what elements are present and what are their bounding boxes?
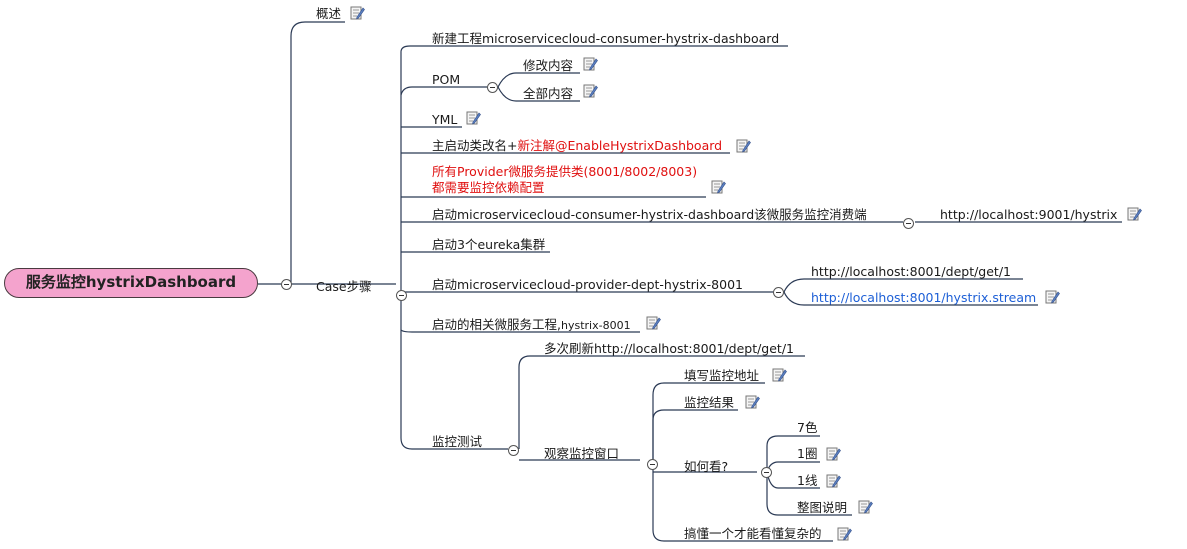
note-icon[interactable] — [1127, 206, 1142, 222]
topic-yml[interactable]: YML — [432, 112, 458, 127]
note-icon[interactable] — [772, 367, 787, 383]
collapse-toggle-icon[interactable] — [773, 287, 784, 298]
note-icon[interactable] — [583, 56, 598, 72]
topic-new-project[interactable]: 新建工程microservicecloud-consumer-hystrix-d… — [432, 31, 780, 46]
note-icon[interactable] — [711, 179, 726, 195]
topic-start-dashboard[interactable]: 启动microservicecloud-consumer-hystrix-das… — [432, 207, 867, 222]
topic-pom-modify[interactable]: 修改内容 — [523, 58, 574, 73]
note-icon[interactable] — [837, 526, 852, 542]
topic-pom-all[interactable]: 全部内容 — [523, 86, 574, 101]
topic-seven-colors[interactable]: 7色 — [797, 420, 818, 435]
note-icon[interactable] — [350, 5, 365, 21]
topic-pom[interactable]: POM — [432, 72, 461, 87]
collapse-toggle-icon[interactable] — [487, 82, 498, 93]
topic-monitor-result[interactable]: 监控结果 — [684, 395, 735, 410]
collapse-toggle-icon[interactable] — [281, 279, 292, 290]
collapse-toggle-icon[interactable] — [508, 445, 519, 456]
topic-one-line[interactable]: 1线 — [797, 473, 818, 488]
note-icon[interactable] — [745, 394, 760, 410]
main-class-prefix: 主启动类改名+ — [432, 138, 518, 153]
topic-one-circle[interactable]: 1圈 — [797, 446, 818, 461]
topic-how-to-read[interactable]: 如何看? — [684, 459, 729, 474]
topic-fill-address[interactable]: 填写监控地址 — [684, 368, 760, 383]
topic-case-steps[interactable]: Case步骤 — [316, 279, 372, 294]
topic-dashboard-url[interactable]: http://localhost:9001/hystrix — [940, 207, 1118, 222]
note-icon[interactable] — [826, 446, 841, 462]
topic-monitor-test[interactable]: 监控测试 — [432, 434, 483, 449]
start-related-prefix: 启动的相关微服务工程, — [432, 317, 561, 332]
topic-provider-stream-url[interactable]: http://localhost:8001/hystrix.stream — [811, 290, 1037, 305]
collapse-toggle-icon[interactable] — [761, 467, 772, 478]
topic-overview[interactable]: 概述 — [316, 6, 342, 21]
topic-provider-get-url[interactable]: http://localhost:8001/dept/get/1 — [811, 264, 1011, 279]
start-related-suffix: hystrix-8001 — [560, 319, 631, 332]
topic-refresh[interactable]: 多次刷新http://localhost:8001/dept/get/1 — [544, 341, 795, 356]
note-icon[interactable] — [646, 315, 661, 331]
topic-start-eureka[interactable]: 启动3个eureka集群 — [432, 237, 546, 252]
topic-start-provider[interactable]: 启动microservicecloud-provider-dept-hystri… — [432, 277, 743, 292]
topic-whole-diagram[interactable]: 整图说明 — [797, 500, 848, 515]
note-icon[interactable] — [466, 110, 481, 126]
topic-observe-window[interactable]: 观察监控窗口 — [544, 446, 620, 461]
topic-provider-config-line2[interactable]: 都需要监控依赖配置 — [432, 180, 545, 195]
topic-provider-config-line1[interactable]: 所有Provider微服务提供类(8001/8002/8003) — [432, 164, 698, 179]
topic-main-class[interactable]: 主启动类改名+新注解@EnableHystrixDashboard — [432, 138, 722, 153]
topic-understand[interactable]: 搞懂一个才能看懂复杂的 — [684, 526, 822, 541]
note-icon[interactable] — [736, 138, 751, 154]
note-icon[interactable] — [826, 473, 841, 489]
collapse-toggle-icon[interactable] — [903, 218, 914, 229]
note-icon[interactable] — [1045, 289, 1060, 305]
collapse-toggle-icon[interactable] — [647, 459, 658, 470]
note-icon[interactable] — [583, 83, 598, 99]
root-topic[interactable]: 服务监控hystrixDashboard — [4, 268, 258, 298]
note-icon[interactable] — [858, 499, 873, 515]
topic-start-related[interactable]: 启动的相关微服务工程,hystrix-8001 — [432, 317, 631, 333]
collapse-toggle-icon[interactable] — [396, 290, 407, 301]
main-class-annotation: 新注解@EnableHystrixDashboard — [517, 138, 723, 153]
